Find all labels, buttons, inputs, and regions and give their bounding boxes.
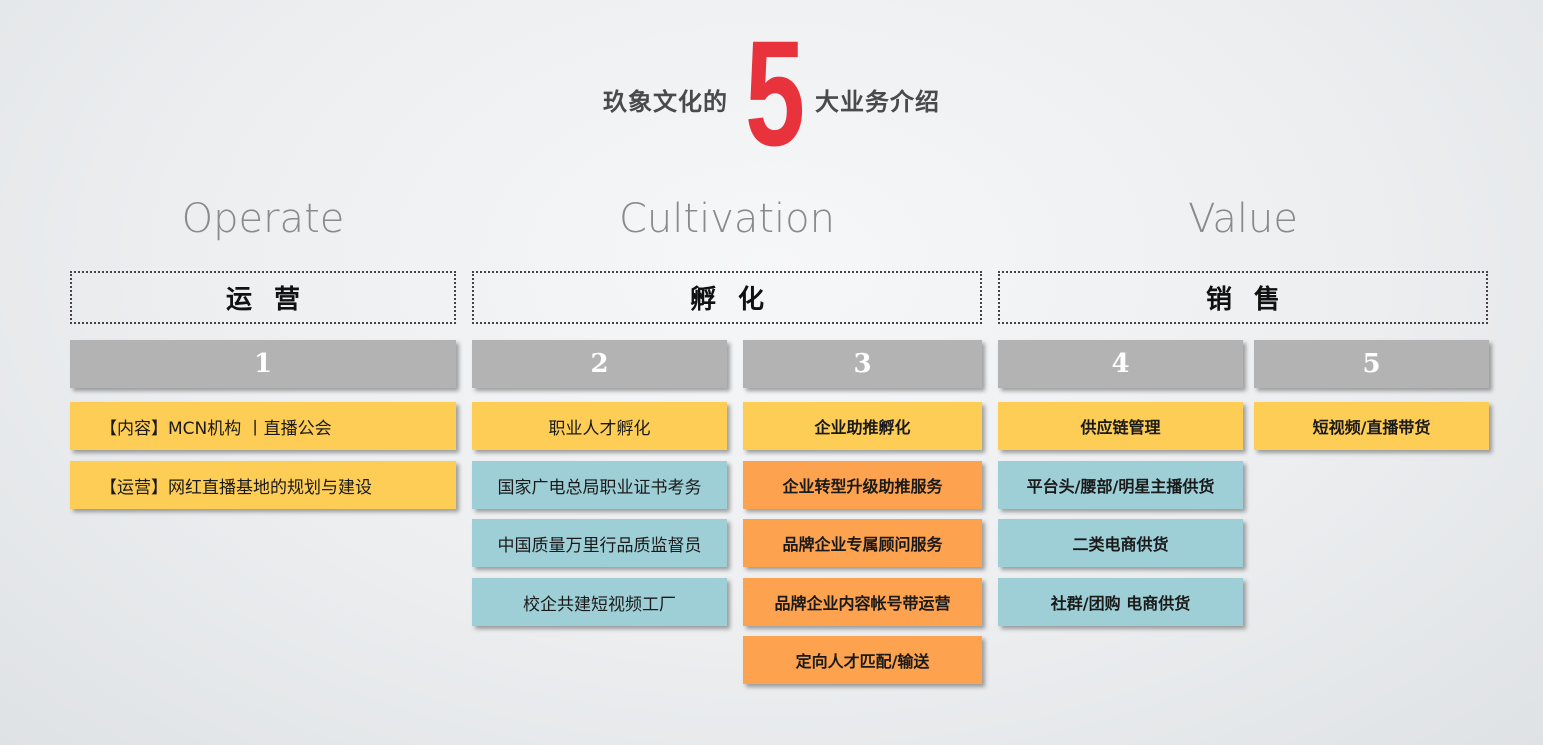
column-number-1: 1: [70, 340, 456, 388]
item-supply-chain: 供应链管理: [998, 402, 1243, 450]
category-en-value: Value: [1188, 196, 1298, 242]
category-zh-value: 销售: [1205, 285, 1302, 315]
item-consultant-service: 品牌企业专属顾问服务: [743, 519, 982, 567]
item-enterprise-incubation: 企业助推孵化: [743, 402, 982, 450]
column-number-4: 4: [998, 340, 1243, 388]
item-talent-incubation: 职业人才孵化: [472, 402, 727, 450]
title-suffix: 大业务介绍: [815, 87, 940, 116]
item-mcn-live-guild: 【内容】MCN机构 丨直播公会: [70, 402, 456, 450]
item-talent-matching: 定向人才匹配/输送: [743, 636, 982, 684]
item-ecommerce-supply: 二类电商供货: [998, 519, 1243, 567]
category-en-cultivation: Cultivation: [619, 196, 835, 242]
item-anchor-supply: 平台头/腰部/明星主播供货: [998, 461, 1243, 509]
category-box-value: 销售: [998, 271, 1488, 324]
column-number-5: 5: [1254, 340, 1489, 388]
title-prefix: 玖象文化的: [603, 87, 728, 116]
item-transformation-service: 企业转型升级助推服务: [743, 461, 982, 509]
category-box-cultivation: 孵化: [472, 271, 982, 324]
item-quality-supervisor: 中国质量万里行品质监督员: [472, 519, 727, 567]
item-certification-exam: 国家广电总局职业证书考务: [472, 461, 727, 509]
item-short-video-factory: 校企共建短视频工厂: [472, 578, 727, 626]
item-live-selling: 短视频/直播带货: [1254, 402, 1489, 450]
title: 玖象文化的 5 大业务介绍: [0, 18, 1543, 168]
item-live-base-planning: 【运营】网红直播基地的规划与建设: [70, 461, 456, 509]
item-account-operation: 品牌企业内容帐号带运营: [743, 578, 982, 626]
item-group-buy-supply: 社群/团购 电商供货: [998, 578, 1243, 626]
column-number-3: 3: [743, 340, 982, 388]
category-box-operate: 运营: [70, 271, 456, 324]
category-zh-cultivation: 孵化: [689, 285, 786, 315]
title-number: 5: [745, 9, 806, 177]
column-number-2: 2: [472, 340, 727, 388]
category-zh-operate: 运营: [225, 285, 322, 315]
category-en-operate: Operate: [181, 196, 345, 242]
